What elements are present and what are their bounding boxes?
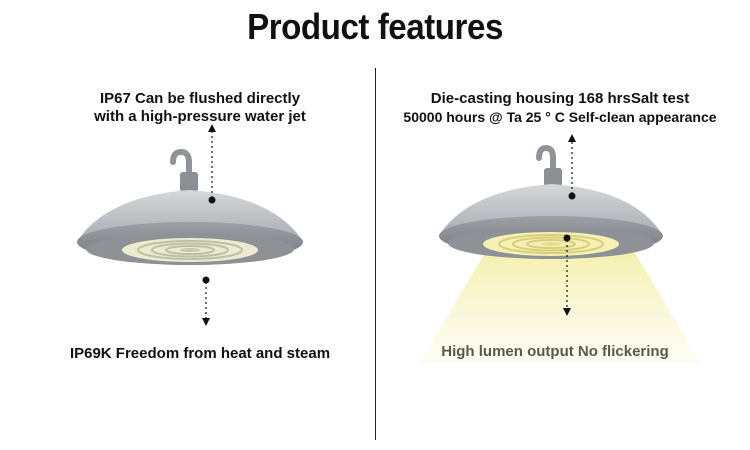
right-bottom-caption: High lumen output No flickering [441,343,669,360]
right-top-line2: 50000 hours @ Ta 25 ° C Self-clean appea… [403,109,717,125]
page-title: Product features [247,6,503,47]
left-top-line1: IP67 Can be flushed directly [99,90,301,107]
left-top-caption: IP67 Can be flushed directly with a high… [60,90,340,126]
high-bay-lamp-icon [77,124,303,326]
mount-bracket [544,168,562,188]
right-top-caption: Die-casting housing 168 hrsSalt test 500… [390,90,730,126]
right-top-line1: Die-casting housing 168 hrsSalt test [430,90,690,107]
lamp-dome [440,184,662,234]
marker-dot [208,196,216,204]
arrow-up-icon [208,124,216,132]
led-ring-outer [483,232,619,256]
hook-icon [170,148,192,191]
left-bottom-caption: IP69K Freedom from heat and steam [69,345,331,362]
arrow-down-icon [202,318,210,326]
hook-icon [536,144,556,189]
marker-dot [563,234,571,242]
arrow-up-icon [568,134,576,142]
left-top-line2: with a high-pressure water jet [94,108,306,125]
mount-bracket [180,172,198,192]
lamp-underside [448,227,654,259]
center-divider [375,68,376,440]
lamp-rim [439,216,663,256]
marker-dot [568,192,576,200]
arrow-down-icon [563,308,571,316]
marker-dot [202,276,210,284]
